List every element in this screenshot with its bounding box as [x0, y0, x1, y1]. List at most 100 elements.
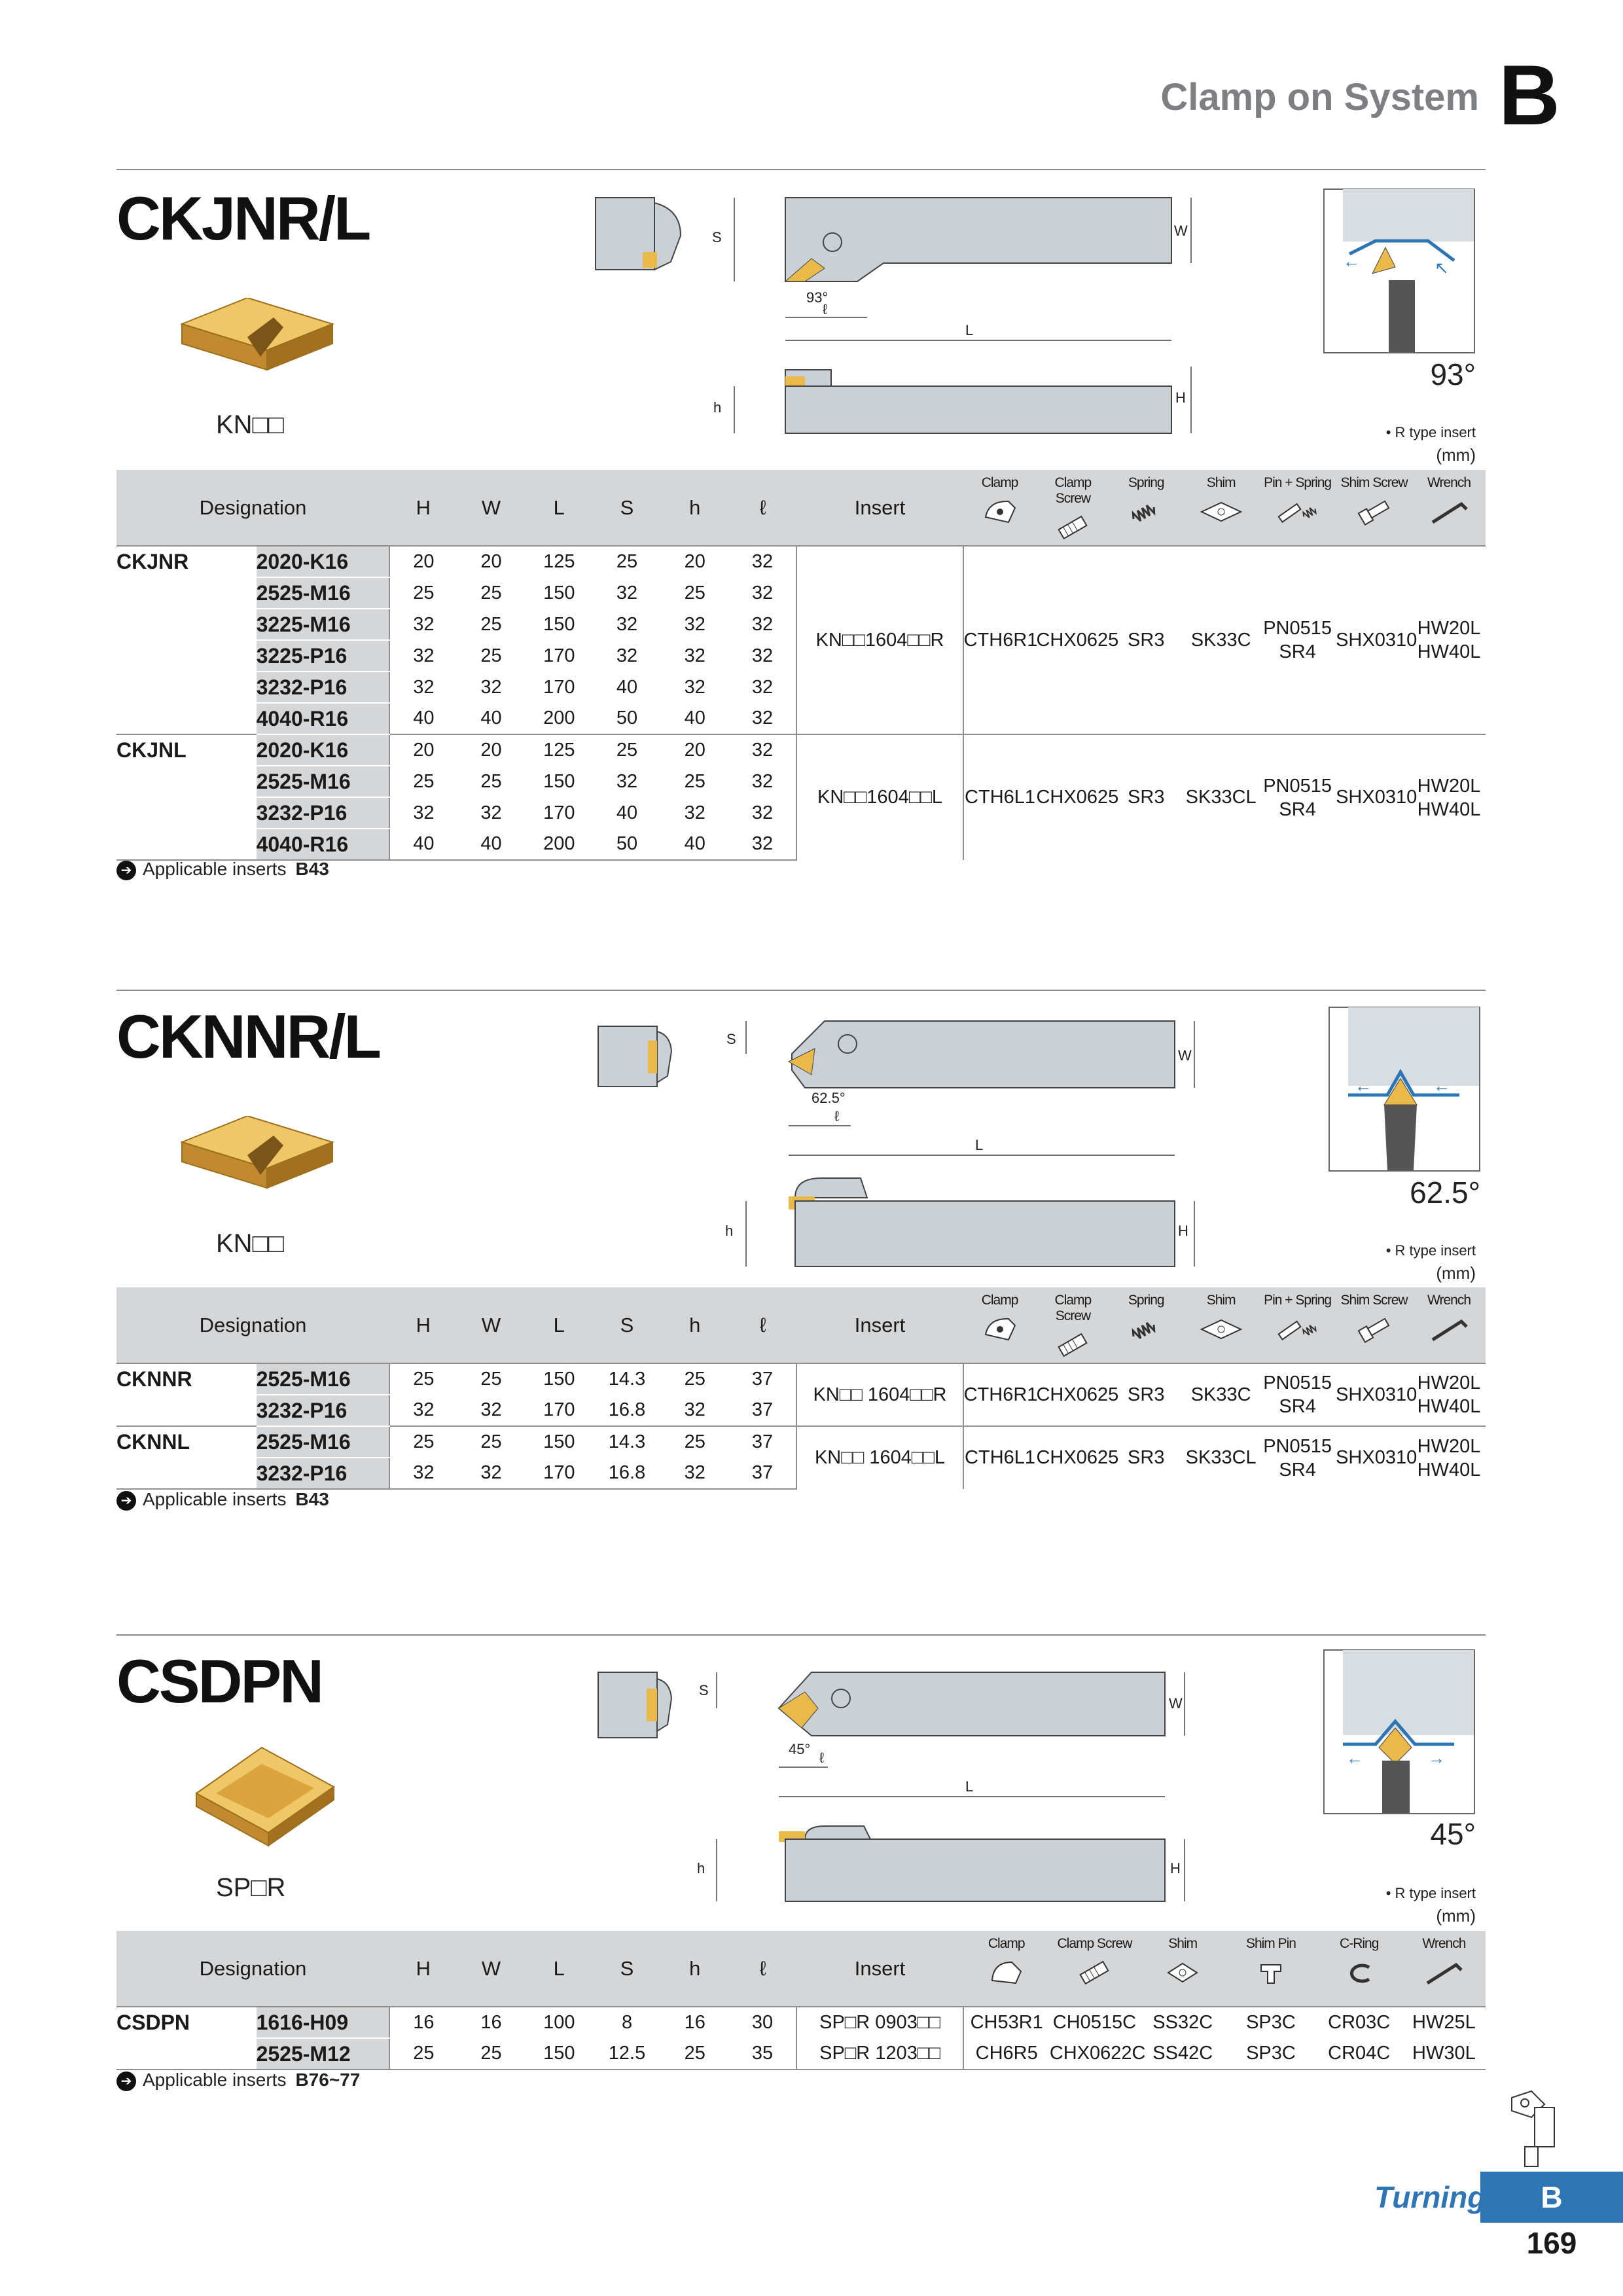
cell-h: 32 [684, 802, 705, 823]
col-S: S [593, 470, 661, 546]
col-spring: Spring [1109, 1287, 1183, 1363]
svg-text:←: ← [1433, 1076, 1450, 1096]
cell-W: 25 [457, 2038, 526, 2070]
col-insert: Insert [796, 1931, 963, 2007]
col-h: h [660, 1287, 729, 1363]
table-row: CKNNR 2525-M16 25 25 150 14.3 25 37 KN□□… [116, 1363, 1486, 1426]
cell-S: 50 [593, 829, 661, 861]
cell-S: 12.5 [593, 2038, 661, 2070]
designation-cell: 4040-R16 [256, 829, 389, 861]
unit-label: (mm) [1436, 1906, 1476, 1926]
designation-cell: 2525-M12 [256, 2038, 389, 2070]
shim-pin-cell: SP3C [1226, 2006, 1316, 2038]
cell-l: 32 [751, 676, 774, 698]
wrench-icon [1431, 1319, 1468, 1342]
col-h: h [660, 1931, 729, 2007]
cell-L: 125 [525, 734, 594, 766]
pin-spring-icon [1277, 1320, 1317, 1340]
spring-cell: SR3 [1109, 1363, 1183, 1426]
cell-l: 32 [751, 582, 774, 603]
clamp-screw-cell: CHX0625 [1036, 1363, 1118, 1426]
col-shim: Shim [1139, 1931, 1226, 2007]
cell-H: 25 [388, 1363, 457, 1395]
svg-text:h: h [713, 399, 721, 416]
footer-section-tab[interactable]: B [1480, 2172, 1623, 2223]
col-shim-pin: Shim Pin [1226, 1931, 1316, 2007]
svg-text:h: h [725, 1223, 733, 1239]
cell-L: 150 [525, 1426, 594, 1458]
col-shim-screw: Shim Screw [1336, 470, 1413, 546]
cell-l: 30 [728, 2006, 797, 2038]
cell-S: 16.8 [608, 1399, 646, 1420]
cell-h: 20 [660, 734, 729, 766]
col-W: W [457, 470, 526, 546]
spring-cell: SR3 [1109, 734, 1183, 860]
wrench-icon [1427, 1962, 1463, 1985]
shim-screw-icon [1357, 500, 1389, 526]
col-designation: Designation [116, 1931, 389, 2007]
clamp-screw-cell: CHX0625 [1036, 1426, 1118, 1489]
spec-table-csdpn: Designation H W L S h ℓ Insert Clamp Cla… [116, 1931, 1486, 2070]
cell-l: 35 [728, 2038, 797, 2070]
clamp-cell: CTH6R1 [962, 1363, 1037, 1426]
r-type-note: • R type insert [1385, 1885, 1476, 1901]
unit-label: (mm) [1436, 1263, 1476, 1283]
insert-cell: KN□□ 1604□□R [796, 1363, 963, 1426]
col-clamp: Clamp [963, 1931, 1050, 2007]
cutting-angle-label: 93° [1430, 357, 1476, 391]
cell-H: 32 [388, 797, 457, 829]
svg-text:W: W [1178, 1047, 1192, 1064]
cell-l: 37 [728, 1426, 797, 1458]
cell-l: 32 [751, 645, 774, 666]
shim-cell: SK33C [1183, 1363, 1260, 1426]
cell-h: 32 [684, 613, 705, 635]
cell-W: 25 [480, 582, 502, 603]
insert-cell: SP□R 0903□□ [796, 2006, 963, 2038]
shim-pin-icon [1260, 1964, 1281, 1984]
cell-L: 150 [525, 1363, 594, 1395]
cell-L: 200 [525, 829, 594, 861]
svg-text:62.5°: 62.5° [812, 1090, 846, 1106]
section-divider [116, 990, 1486, 991]
col-clamp-screw: Clamp Screw [1049, 1931, 1140, 2007]
spring-icon [1132, 1322, 1156, 1339]
clamp-screw-cell: CHX0625 [1036, 734, 1118, 860]
cell-H: 25 [388, 577, 457, 609]
cutting-angle-label: 62.5° [1410, 1175, 1480, 1210]
insert-cell: KN□□1604□□L [796, 734, 963, 860]
cell-S: 32 [616, 613, 638, 635]
cell-H: 32 [388, 640, 457, 672]
col-designation: Designation [116, 1287, 389, 1363]
cell-l: 32 [751, 770, 774, 792]
designation-cell: 2525-M16 [256, 766, 389, 798]
cell-H: 32 [388, 1458, 457, 1490]
cell-h: 32 [684, 1399, 705, 1420]
cell-S: 50 [616, 708, 638, 728]
cell-L: 170 [543, 676, 575, 698]
svg-text:L: L [975, 1137, 983, 1153]
clamp-icon [991, 1961, 1022, 1984]
cutting-angle-label: 45° [1430, 1817, 1476, 1851]
shim-icon [1200, 1319, 1243, 1340]
col-insert: Insert [796, 1287, 963, 1363]
designation-cell: 3232-P16 [256, 672, 389, 704]
insert-code-label: SP□R [216, 1873, 286, 1902]
col-shim-screw: Shim Screw [1336, 1287, 1413, 1363]
cell-W: 40 [457, 829, 526, 861]
shim-screw-icon [1357, 1318, 1389, 1344]
svg-text:←: ← [1355, 1076, 1372, 1096]
designation-cell: 2525-M16 [256, 577, 389, 609]
table-row: CKJNL 2020-K16 20 20 125 25 20 32 KN□□16… [116, 734, 1486, 860]
holder-drawing: S W L 93° ℓ h H [595, 197, 1192, 434]
cell-h: 16 [660, 2006, 729, 2038]
cell-H: 25 [388, 1426, 457, 1458]
wrench-cell: HW30L [1402, 2038, 1486, 2070]
shim-cell: SS42C [1139, 2038, 1226, 2070]
